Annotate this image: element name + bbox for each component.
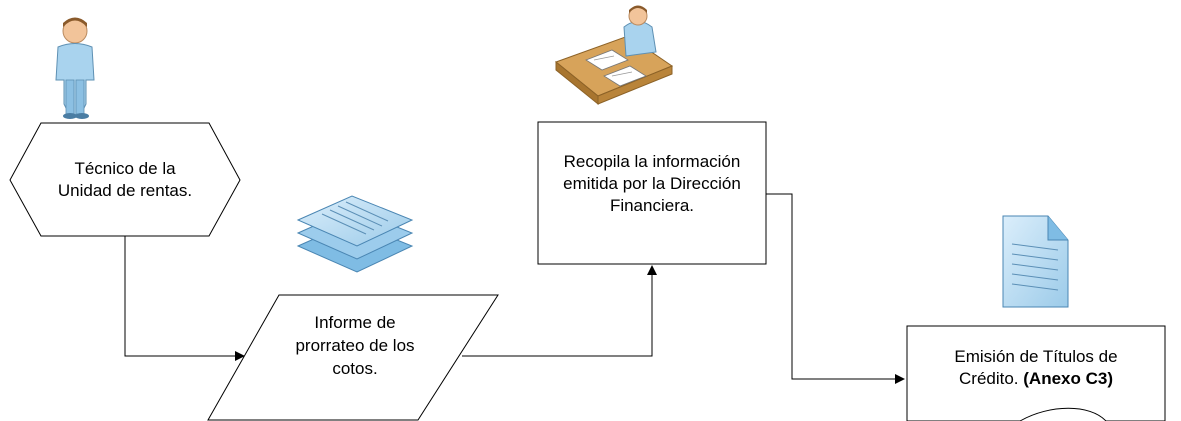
collect-label-line3: Financiera.: [610, 196, 694, 215]
connectors: [124, 193, 905, 384]
report-label-line1: Informe de: [314, 313, 395, 332]
parallelogram-shape: [207, 294, 499, 421]
emission-label-line2-prefix: Crédito.: [959, 369, 1023, 388]
collect-label-line2: emitida por la Dirección: [563, 174, 741, 193]
process-box: [537, 121, 767, 265]
collect-node: Recopila la información emitida por la D…: [537, 121, 767, 265]
document-icon: [1002, 215, 1069, 308]
connector-collect-to-emission: [766, 193, 905, 384]
emission-node: Emisión de Títulos de Crédito. (Anexo C3…: [906, 325, 1166, 421]
person-at-desk-icon: [554, 5, 674, 106]
connector-technician-to-report: [124, 236, 245, 361]
technician-label-line2: Unidad de rentas.: [58, 181, 192, 200]
emission-label-line2: Crédito. (Anexo C3): [959, 369, 1113, 388]
hexagon-shape: [9, 122, 241, 237]
technician-node: Técnico de la Unidad de rentas.: [9, 122, 241, 237]
emission-label-line1: Emisión de Títulos de: [954, 347, 1117, 366]
report-label-line3: cotos.: [332, 359, 377, 378]
stacked-documents-icon: [296, 195, 414, 273]
collect-label-line1: Recopila la información: [564, 152, 741, 171]
person-standing-icon: [55, 17, 95, 119]
technician-label-line1: Técnico de la: [74, 159, 176, 178]
emission-label-annex: (Anexo C3): [1023, 369, 1113, 388]
report-node: Informe de prorrateo de los cotos.: [207, 294, 499, 421]
connector-report-to-collect: [462, 265, 657, 357]
report-label-line2: prorrateo de los: [295, 336, 414, 355]
